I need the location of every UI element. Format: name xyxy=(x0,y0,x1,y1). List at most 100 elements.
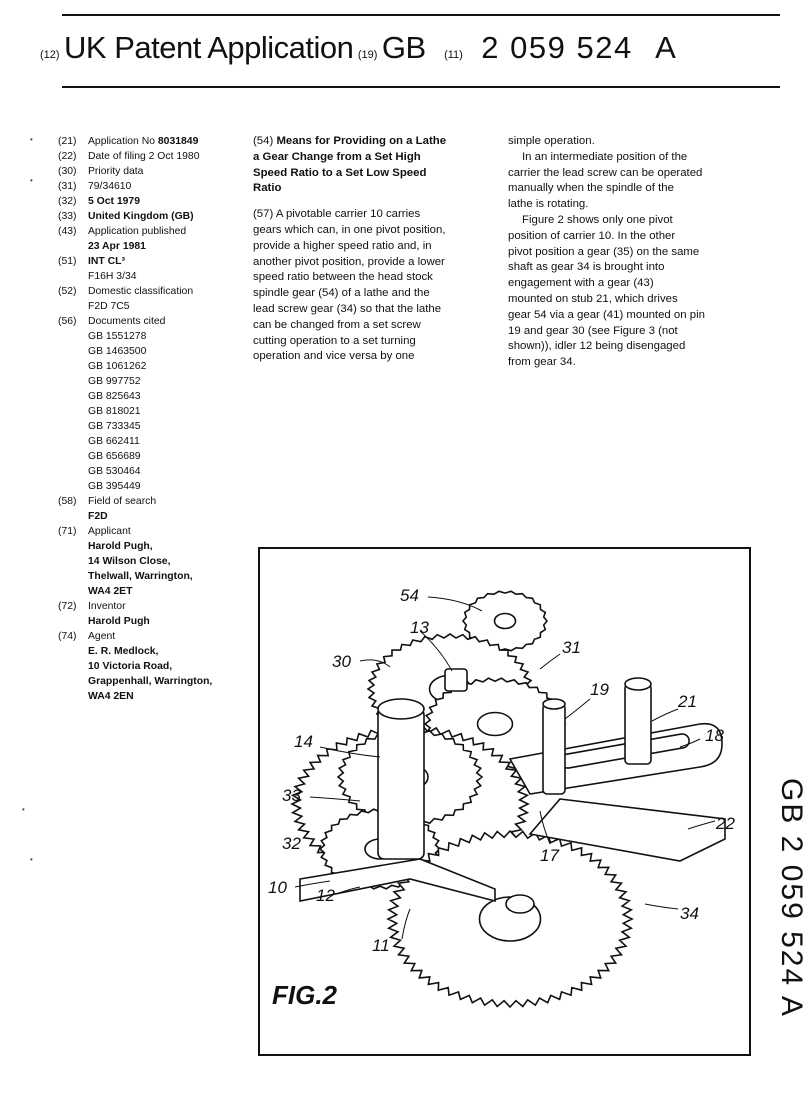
applicant-line: Thelwall, Warrington, xyxy=(88,571,193,582)
abstract-line: lathe is rotating. xyxy=(508,198,589,211)
gear-31-hub xyxy=(476,711,514,737)
applicant-line: 14 Wilson Close, xyxy=(88,556,171,567)
cited-document: GB 530464 xyxy=(88,466,141,477)
invention-title: (54) Means for Providing on a Lathe a Ge… xyxy=(253,135,447,195)
agent-line: E. R. Medlock, xyxy=(88,646,159,657)
ref-13: 13 xyxy=(410,618,429,637)
nut-13 xyxy=(444,668,468,692)
biblio-row: (33) United Kingdom (GB) xyxy=(58,211,194,222)
field-of-search-row: (58) Field of search xyxy=(58,496,157,507)
margin-mark: • xyxy=(30,135,33,144)
abstract-text: (57) A pivotable carrier 10 carries gear… xyxy=(253,208,446,363)
abstract-line: carrier the lead screw can be operated xyxy=(508,166,703,179)
int-cl-value: F16H 3/34 xyxy=(88,271,137,282)
biblio-row: (22) Date of filing 2 Oct 1980 xyxy=(58,151,200,162)
applicant-line: WA4 2ET xyxy=(88,586,133,597)
ref-17: 17 xyxy=(540,846,559,865)
ref-33: 33 xyxy=(282,786,301,805)
inid-code-54: (54) xyxy=(253,135,274,147)
abstract-line: gear 54 via a gear (41) mounted on pin xyxy=(508,308,705,321)
ref-54: 54 xyxy=(400,586,419,605)
cited-document: GB 656689 xyxy=(88,451,141,462)
int-cl-row: (51) INT CL³ xyxy=(58,256,125,267)
shaft-14 xyxy=(377,708,425,860)
abstract-line: from gear 34. xyxy=(508,356,576,369)
ref-11: 11 xyxy=(372,936,390,955)
abstract-line: shaft as gear 34 is brought into xyxy=(508,261,665,274)
figure-label: FIG.2 xyxy=(272,980,338,1010)
pin-19 xyxy=(542,703,566,795)
top-rule xyxy=(62,14,780,16)
documents-cited-row: (56) Documents cited xyxy=(58,316,166,327)
publication-number: 2 059 524 xyxy=(481,30,633,65)
inventor-row: (72) Inventor xyxy=(58,601,126,612)
abstract-line: 19 and gear 30 (see Figure 3 (not xyxy=(508,324,678,337)
biblio-row: (21) Application No 8031849 xyxy=(58,136,199,147)
ref-32: 32 xyxy=(282,834,301,853)
biblio-row: (31) 79/34610 xyxy=(58,181,132,192)
agent-line: WA4 2EN xyxy=(88,691,134,702)
abstract-line: engagement with a gear (43) xyxy=(508,277,654,290)
inid-code-19: (19) xyxy=(357,49,378,61)
margin-mark: • xyxy=(22,805,25,814)
ref-19: 19 xyxy=(590,680,609,699)
domestic-class-row: (52) Domestic classification xyxy=(58,286,194,297)
figure-2-frame: 54 13 30 31 19 21 18 14 33 32 22 17 10 1… xyxy=(258,547,751,1056)
cited-document: GB 818021 xyxy=(88,406,141,417)
document-type-title: UK Patent Application xyxy=(64,30,354,65)
ref-22: 22 xyxy=(715,814,735,833)
biblio-row: (43) Application published xyxy=(58,226,187,237)
cited-document: GB 825643 xyxy=(88,391,141,402)
abstract-line: position of carrier 10. In the other xyxy=(508,229,676,242)
ref-18: 18 xyxy=(705,726,724,745)
published-date: 23 Apr 1981 xyxy=(88,241,146,252)
bar-22 xyxy=(528,798,726,862)
gear-54-hub xyxy=(493,612,517,630)
ref-10: 10 xyxy=(268,878,287,897)
biblio-row: (32) 5 Oct 1979 xyxy=(58,196,140,207)
bibliographic-data: (21) Application No 8031849 (22) Date of… xyxy=(58,134,248,704)
stub-21 xyxy=(624,683,652,765)
abstract-line: manually when the spindle of the xyxy=(508,182,674,195)
agent-line: 10 Victoria Road, xyxy=(88,661,173,672)
patent-header: (12) UK Patent Application (19) GB (11) … xyxy=(40,30,677,80)
ref-21: 21 xyxy=(677,692,697,711)
cited-document: GB 1061262 xyxy=(88,361,147,372)
inid-code-57: (57) xyxy=(253,208,274,221)
kind-code: A xyxy=(655,30,678,65)
ref-34: 34 xyxy=(680,904,699,923)
cited-document: GB 733345 xyxy=(88,421,141,432)
header-rule xyxy=(62,86,780,88)
inid-code-12: (12) xyxy=(40,49,60,61)
domestic-class-value: F2D 7C5 xyxy=(88,301,130,312)
abstract-line: mounted on stub 21, which drives xyxy=(508,292,678,305)
inventor-line: Harold Pugh xyxy=(88,616,150,627)
cited-document: GB 997752 xyxy=(88,376,141,387)
agent-line: Grappenhall, Warrington, xyxy=(88,676,213,687)
abstract-line: pivot position a gear (35) on the same xyxy=(508,245,700,258)
abstract-column-left: (54) Means for Providing on a Lathe a Ge… xyxy=(253,134,498,365)
applicant-row: (71) Applicant xyxy=(58,526,131,537)
cited-document: GB 1551278 xyxy=(88,331,147,342)
biblio-row: (30) Priority data xyxy=(58,166,144,177)
applicant-line: Harold Pugh, xyxy=(88,541,153,552)
abstract-line: In an intermediate position of the xyxy=(522,150,688,163)
field-of-search-value: F2D xyxy=(88,511,108,522)
ref-14: 14 xyxy=(294,732,313,751)
inid-code-11: (11) xyxy=(444,49,463,61)
country-code: GB xyxy=(381,30,426,65)
cited-document: GB 395449 xyxy=(88,481,141,492)
ref-31: 31 xyxy=(562,638,581,657)
side-publication-number: GB 2 059 524 A xyxy=(775,778,808,1018)
gear-train-drawing: 54 13 30 31 19 21 18 14 33 32 22 17 10 1… xyxy=(268,586,735,1010)
abstract-line: Figure 2 shows only one pivot xyxy=(522,213,673,226)
margin-mark: • xyxy=(30,176,33,185)
abstract-line: shown)), idler 12 being disengaged xyxy=(508,340,686,353)
cited-document: GB 662411 xyxy=(88,436,140,447)
agent-row: (74) Agent xyxy=(58,631,116,642)
ref-12: 12 xyxy=(316,886,335,905)
abstract-line: simple operation. xyxy=(508,135,595,147)
cited-document: GB 1463500 xyxy=(88,346,147,357)
margin-mark: • xyxy=(30,855,33,864)
ref-30: 30 xyxy=(332,652,351,671)
